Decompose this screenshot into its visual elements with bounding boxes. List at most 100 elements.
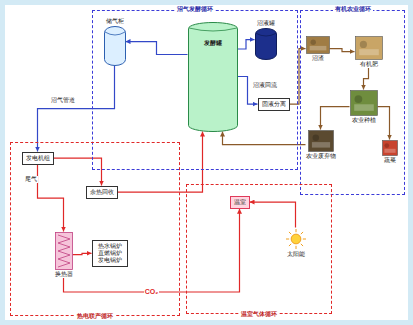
photo-detail xyxy=(359,49,379,55)
node-label: 有机肥 xyxy=(360,61,378,68)
photo-detail xyxy=(311,142,329,148)
note-label: 尾气 xyxy=(24,176,38,183)
note-label: 沼气管道 xyxy=(50,97,76,104)
region-title: 沼气发酵循环 xyxy=(175,6,215,13)
sun-symbol-picture xyxy=(285,228,307,250)
photo-detail xyxy=(309,45,326,50)
node-label: 沼液罐 xyxy=(257,20,275,27)
flow-connector xyxy=(126,42,188,55)
heat-exchanger: 换热器 xyxy=(55,232,73,278)
sun-disc xyxy=(291,234,301,244)
photo-thumbnail-picture xyxy=(306,36,330,54)
exchanger-coil xyxy=(58,235,70,267)
region-title: 温室气体循环 xyxy=(239,311,279,318)
photo-thumbnail: 有机肥 xyxy=(355,36,383,68)
photo-thumbnail-picture xyxy=(350,90,378,116)
sun-symbol: 太阳能 xyxy=(285,228,307,258)
sun-ray xyxy=(286,238,289,239)
photo-area xyxy=(382,140,397,155)
photo-detail xyxy=(310,39,315,44)
note-label: 沼液回流 xyxy=(252,82,278,89)
photo-detail xyxy=(384,143,389,148)
node-label: 发电机组 xyxy=(26,155,50,162)
sun-ray xyxy=(300,231,302,233)
panel-ground xyxy=(5,5,408,320)
sun-ray xyxy=(302,238,305,239)
flow-connector xyxy=(238,77,258,105)
flow-connector xyxy=(73,253,92,254)
node-label: 固液分离 xyxy=(262,101,286,108)
node-label: 热水锅炉 直燃锅炉 发电锅炉 xyxy=(96,243,124,265)
flow-connector xyxy=(330,49,355,52)
flow-connector xyxy=(118,132,203,193)
node-label: 蔬菜 xyxy=(384,157,396,164)
cycle-region: 有机农业循环沼渣有机肥农业种植蔬菜农业废弃物 xyxy=(300,10,405,195)
tank-body xyxy=(188,22,237,131)
flow-connector xyxy=(64,209,240,292)
digester-tank-picture xyxy=(188,22,238,132)
flow-connector xyxy=(38,165,64,232)
liquid-tank-picture xyxy=(255,28,277,60)
liquid-tank: 沼液罐 xyxy=(255,20,277,60)
photo-detail xyxy=(354,104,374,111)
process-box: 热水锅炉 直燃锅炉 发电锅炉 xyxy=(92,240,128,268)
region-title: 热电联产循环 xyxy=(75,313,115,320)
flow-connector xyxy=(250,202,296,227)
generator-box: 发电机组 xyxy=(22,152,54,165)
sun-ray xyxy=(295,245,296,248)
photo-detail xyxy=(312,134,319,141)
cycle-region: 沼气发酵循环储气柜发酵罐沼液罐固液分离 xyxy=(92,10,298,170)
photo-area xyxy=(306,36,329,53)
flow-connector xyxy=(378,107,390,140)
flow-connector xyxy=(38,66,115,152)
photo-thumbnail-picture xyxy=(308,130,334,152)
gas-holder: 储气柜 xyxy=(104,18,126,66)
photo-area xyxy=(355,36,382,59)
node-label: 余热回收 xyxy=(90,189,114,196)
exchanger-body xyxy=(55,232,72,269)
node-label: 发酵罐 xyxy=(188,40,238,47)
process-box: 固液分离 xyxy=(258,98,290,111)
tank-body xyxy=(104,26,125,65)
flow-connector xyxy=(223,132,306,145)
photo-area xyxy=(308,130,333,151)
tank-body xyxy=(255,28,276,59)
node-label: 太阳能 xyxy=(287,251,305,258)
node-label: 农业废弃物 xyxy=(306,153,336,160)
greenhouse-box: 温室 xyxy=(230,196,250,209)
process-box: 余热回收 xyxy=(86,186,118,199)
region-title: 有机农业循环 xyxy=(333,6,373,13)
photo-area xyxy=(350,90,377,115)
node-label: 温室 xyxy=(234,199,246,206)
photo-detail xyxy=(354,95,362,103)
heat-exchanger-picture xyxy=(55,232,73,270)
digester-tank: 发酵罐 xyxy=(188,22,238,132)
flow-connector xyxy=(321,107,350,130)
photo-thumbnail: 沼渣 xyxy=(306,36,330,62)
photo-thumbnail-picture xyxy=(355,36,383,60)
photo-thumbnail: 农业种植 xyxy=(350,90,378,124)
photo-thumbnail: 农业废弃物 xyxy=(306,130,336,160)
sun-ray xyxy=(288,243,290,245)
photo-detail xyxy=(384,148,395,152)
sun-ray xyxy=(300,243,302,245)
node-label: 换热器 xyxy=(55,271,73,278)
tank-rim xyxy=(189,28,237,31)
node-label: 储气柜 xyxy=(106,18,124,25)
photo-thumbnail-picture xyxy=(382,140,398,156)
photo-detail xyxy=(359,40,366,47)
node-label: 沼渣 xyxy=(312,55,324,62)
gas-holder-picture xyxy=(104,26,126,66)
edge-label: CO₂ xyxy=(144,288,160,296)
flow-connector xyxy=(54,158,102,185)
cycle-region: 温室气体循环温室太阳能 xyxy=(186,184,332,314)
tank-rim xyxy=(256,33,276,36)
sun-ray xyxy=(295,229,296,232)
photo-thumbnail: 蔬菜 xyxy=(382,140,398,164)
flow-connector xyxy=(238,40,255,49)
flow-connector xyxy=(364,68,369,90)
node-label: 农业种植 xyxy=(352,117,376,124)
sun-ray xyxy=(288,231,290,233)
tank-rim xyxy=(105,32,125,35)
